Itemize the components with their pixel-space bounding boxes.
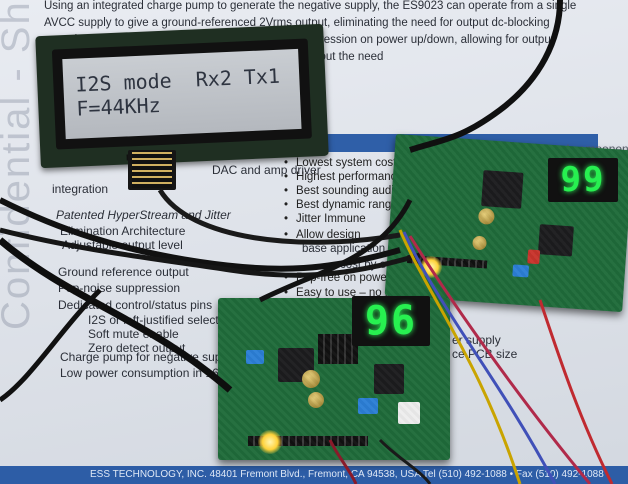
- yellow-led: [258, 430, 282, 454]
- chip: [537, 224, 574, 257]
- switch: [398, 402, 420, 424]
- feature-line: Dedicated control/status pins: [58, 298, 213, 312]
- benefit-item: base application: [302, 243, 386, 255]
- benefit-item: Best sounding audio: [284, 185, 400, 197]
- feature-line: Ground reference output: [58, 265, 189, 279]
- fragment-text: er supply: [452, 333, 501, 347]
- confidential-watermark: Confidential - Shaw: [0, 0, 38, 330]
- chip: [374, 364, 404, 394]
- benefit-item: Best dynamic range: [284, 199, 398, 211]
- lcd-bezel: I2S mode Rx2 Tx1 F=44KHz: [51, 38, 312, 150]
- seven-segment-display-bottom: 96: [352, 296, 430, 346]
- capacitor: [302, 370, 320, 388]
- capacitor: [472, 235, 488, 251]
- component: [527, 249, 541, 265]
- feature-line: Patented HyperStream and Jitter: [56, 208, 231, 222]
- capacitor: [477, 207, 495, 225]
- capacitor: [308, 392, 324, 408]
- feature-line: Pop-noise suppression: [58, 281, 181, 295]
- feature-line: Elimination Architecture: [60, 224, 186, 238]
- feature-line: Charge pump for negative supply: [60, 350, 237, 364]
- feature-line: integration: [52, 182, 109, 196]
- yellow-led: [420, 256, 442, 278]
- feature-line: Soft mute enable: [88, 327, 179, 341]
- trimmer-pot: [246, 350, 264, 364]
- fragment-text: ce PCB size: [452, 347, 518, 361]
- chip: [481, 170, 524, 209]
- seven-segment-display-right: 99: [548, 158, 618, 202]
- benefit-item: Pop-free on power: [284, 272, 391, 284]
- benefit-item: Lowest system cost b: [284, 157, 406, 169]
- benefit-item: cost by e: [340, 259, 387, 271]
- benefit-item: Highest performance: [284, 171, 403, 183]
- feature-line: Adjustable output level: [62, 238, 183, 252]
- lcd-module: I2S mode Rx2 Tx1 F=44KHz: [35, 23, 329, 169]
- benefit-item: Allow design: [284, 229, 361, 241]
- datasheet-footer: ESS TECHNOLOGY, INC. 48401 Fremont Blvd.…: [0, 466, 628, 484]
- trimmer-pot: [358, 398, 378, 414]
- trimmer-pot: [512, 264, 530, 278]
- connector-pins: [132, 152, 172, 188]
- chip: [278, 348, 314, 382]
- datasheet-line: Using an integrated charge pump to gener…: [44, 0, 577, 12]
- lcd-screen: I2S mode Rx2 Tx1 F=44KHz: [62, 48, 302, 140]
- feature-line: Low power consumption in 16-SO: [60, 366, 241, 380]
- feature-line: I2S or left-justified select: [88, 313, 219, 327]
- benefit-item: Jitter Immune: [284, 213, 366, 225]
